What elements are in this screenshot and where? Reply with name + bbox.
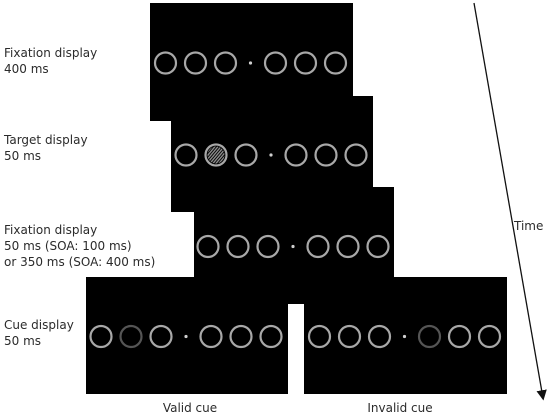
placeholder-ring [367,324,392,349]
time-arrow-line [473,2,547,401]
label-line: Fixation display [4,46,98,60]
placeholder-ring [344,143,368,167]
placeholder-ring [204,143,228,167]
cue-ring [119,324,143,349]
placeholder-ring [323,51,348,75]
label-line: or 350 ms (SOA: 400 ms) [4,255,156,269]
display-stimuli [89,324,283,349]
placeholder-ring [153,51,178,75]
label-line: 50 ms [4,149,42,163]
display-stimuli [196,234,390,259]
placeholder-ring [196,234,220,259]
placeholder-ring [447,324,472,349]
cue-display-label: Cue display 50 ms [4,317,74,349]
placeholder-ring [256,234,280,259]
placeholder-ring [336,234,360,259]
display-stimuli [153,51,348,75]
placeholder-ring [477,324,502,349]
display-stimuli [174,143,368,167]
placeholder-ring [183,51,208,75]
label-line: 400 ms [4,62,49,76]
valid-cue-display-screen [86,277,288,394]
fixation-display-label: Fixation display 400 ms [4,45,97,77]
placeholder-ring [293,51,318,75]
label-line: 50 ms (SOA: 100 ms) [4,239,132,253]
target-display-label: Target display 50 ms [4,132,88,164]
placeholder-ring [259,324,283,349]
label-line: Cue display [4,318,74,332]
label-line: 50 ms [4,334,42,348]
fixation-dot [184,334,188,339]
fixation-display-2-label: Fixation display 50 ms (SOA: 100 ms) or … [4,222,155,270]
placeholder-ring [213,51,238,75]
placeholder-ring [314,143,338,167]
label-line: Fixation display [4,223,98,237]
cue-ring [417,324,442,349]
fixation-dot [269,153,273,157]
placeholder-ring [337,324,362,349]
display-stimuli [307,324,502,349]
placeholder-ring [229,324,253,349]
placeholder-ring [306,234,330,259]
placeholder-ring [284,143,308,167]
invalid-cue-display-screen [304,277,507,394]
time-label: Time [514,219,544,233]
fixation-dot [248,61,253,65]
placeholder-ring [89,324,113,349]
placeholder-ring [199,324,223,349]
valid-cue-caption: Valid cue [162,401,218,415]
placeholder-ring [366,234,390,259]
placeholder-ring [307,324,332,349]
fixation-dot [402,334,407,339]
placeholder-ring [234,143,258,167]
placeholder-ring [226,234,250,259]
label-line: Target display [4,133,88,147]
placeholder-ring [174,143,198,167]
placeholder-ring [263,51,288,75]
placeholder-ring [149,324,173,349]
fixation-dot [291,244,295,249]
invalid-cue-caption: Invalid cue [367,401,433,415]
